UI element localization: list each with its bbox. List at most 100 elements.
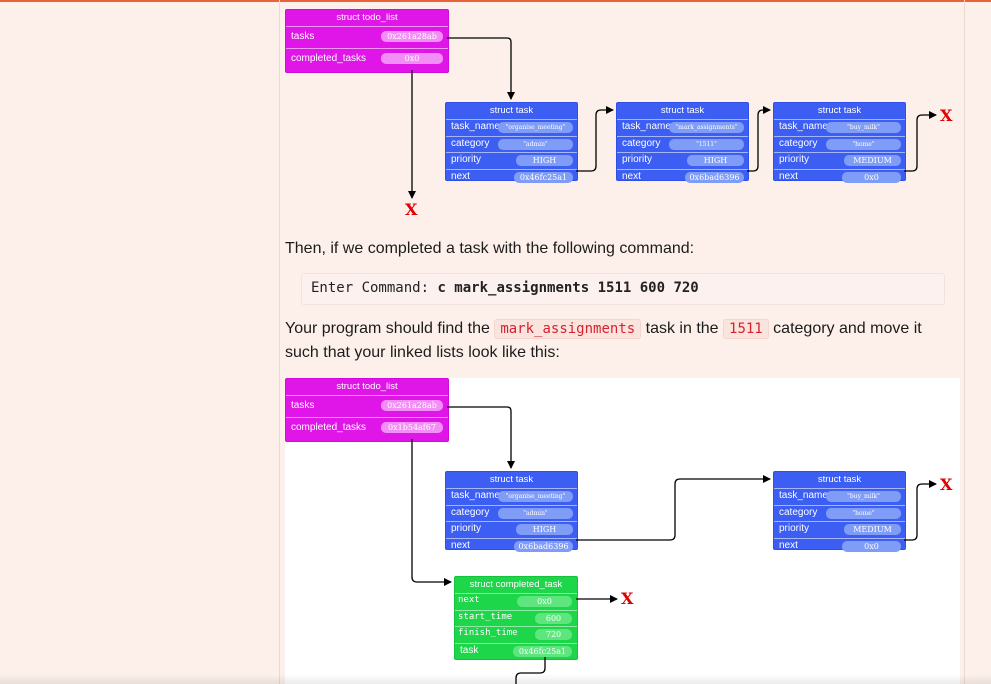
tasks-pointer: 0x261a28ab (381, 31, 443, 42)
task-name-row: task_name"buy_milk" (774, 119, 905, 136)
para-text-1: Your program should find the (285, 320, 495, 337)
next-pointer: 0x0 (517, 596, 572, 607)
null-mark: X (621, 589, 634, 608)
content-left-border (279, 0, 280, 684)
tasks-row: tasks 0x261a28ab (286, 26, 448, 48)
finish-time-value: 720 (535, 629, 572, 640)
task-pointer: 0x46fc25a1 (513, 645, 572, 657)
arrow-completed-to-struct (411, 439, 452, 586)
task-name-label: task_name (779, 490, 828, 501)
priority-value: HIGH (687, 155, 744, 166)
priority-value: MEDIUM (844, 524, 901, 535)
task-name-row: task_name"buy_milk" (774, 488, 905, 505)
next-label: next (779, 170, 798, 182)
task-name-value: "buy_milk" (826, 491, 901, 502)
category-value: "home" (826, 507, 901, 519)
next-pointer: 0x46fc25a1 (514, 171, 573, 183)
finish-time-label: finish_time (458, 628, 518, 638)
priority-value: MEDIUM (844, 155, 901, 166)
next-label: next (622, 170, 641, 182)
bottom-fade (0, 674, 991, 684)
struct-title: struct todo_list (336, 381, 398, 392)
code-block: Enter Command: c mark_assignments 1511 6… (301, 273, 945, 305)
para-text-4: such that your linked lists look like th… (285, 344, 560, 361)
task-name-row: task_name"organise_meeting" (446, 488, 577, 505)
category-value: "home" (826, 138, 901, 150)
struct-title: struct task (489, 105, 534, 116)
category-row: category "admin" (446, 504, 577, 522)
arrow-completed-task-to-task (515, 657, 546, 684)
tasks-row: tasks 0x261a28ab (286, 395, 448, 417)
task-name-value: "organise_meeting" (498, 491, 573, 502)
category-label: category (779, 137, 818, 149)
category-label: category (622, 137, 661, 149)
struct-title: struct task (660, 105, 705, 116)
code-command: c mark_assignments 1511 600 720 (437, 280, 699, 296)
finish-time-row: finish_time 720 (455, 626, 577, 643)
priority-label: priority (779, 154, 810, 165)
struct-title: struct completed_task (469, 579, 563, 590)
task-name-label: task_name (451, 490, 500, 501)
completed-tasks-row: completed_tasks 0x0 (286, 48, 448, 70)
task-name-row: task_name"organise_meeting" (446, 119, 577, 136)
next-label: next (451, 539, 470, 551)
category-value: "1511" (669, 138, 744, 150)
inline-code-task: mark_assignments (494, 319, 642, 339)
priority-label: priority (622, 154, 653, 165)
task-struct-mark-assignments: struct task task_name"mark_assignments" … (616, 102, 749, 183)
tasks-pointer: 0x261a28ab (381, 400, 443, 411)
arrow-tasks-to-first (447, 37, 515, 100)
next-label: next (451, 170, 470, 182)
task-row: task 0x46fc25a1 (455, 642, 577, 660)
task-name-label: task_name (622, 121, 671, 132)
task-name-value: "buy_milk" (826, 122, 901, 133)
para-text-2: task in the (641, 320, 724, 337)
arrow-task2-to-task3 (747, 106, 771, 172)
arrow-tasks-to-first (447, 406, 515, 469)
completed-tasks-row: completed_tasks 0x1b54af67 (286, 417, 448, 439)
category-label: category (451, 137, 490, 149)
category-row: category "admin" (446, 135, 577, 153)
priority-label: priority (451, 523, 482, 534)
task-struct-organise-meeting: struct task task_name"organise_meeting" … (445, 102, 578, 183)
paragraph-instructions: Your program should find the mark_assign… (285, 317, 955, 365)
todo-list-struct: struct todo_list tasks 0x261a28ab comple… (285, 378, 449, 442)
tasks-label: tasks (291, 400, 315, 411)
arrow-task1-to-buy-milk (576, 475, 771, 541)
todo-list-struct: struct todo_list tasks 0x261a28ab comple… (285, 9, 449, 73)
category-label: category (451, 506, 490, 518)
start-time-value: 600 (535, 612, 572, 624)
arrow-task1-to-task2 (576, 106, 614, 172)
struct-title: struct task (817, 474, 862, 485)
completed-tasks-pointer: 0x1b54af67 (381, 422, 443, 433)
next-label: next (779, 539, 798, 551)
arrow-task3-to-null (904, 111, 937, 172)
task-label: task (460, 644, 479, 656)
code-line: Enter Command: c mark_assignments 1511 6… (311, 280, 699, 296)
category-label: category (779, 506, 818, 518)
paragraph-intro: Then, if we completed a task with the fo… (285, 240, 695, 257)
null-mark: X (940, 106, 953, 125)
next-row: next 0x6bad6396 (617, 168, 748, 186)
category-row: category "1511" (617, 135, 748, 153)
task-name-label: task_name (779, 121, 828, 132)
completed-tasks-pointer: 0x0 (381, 53, 443, 64)
category-value: "admin" (498, 507, 573, 519)
arrow-buy-milk-to-null (904, 480, 937, 541)
category-row: category "home" (774, 135, 905, 153)
category-row: category "home" (774, 504, 905, 522)
struct-title: struct task (489, 474, 534, 485)
next-pointer: 0x6bad6396 (685, 171, 744, 183)
category-value: "admin" (498, 138, 573, 150)
inline-code-category: 1511 (723, 319, 769, 339)
priority-row: priority MEDIUM (774, 152, 905, 169)
top-accent-bar (0, 0, 991, 2)
